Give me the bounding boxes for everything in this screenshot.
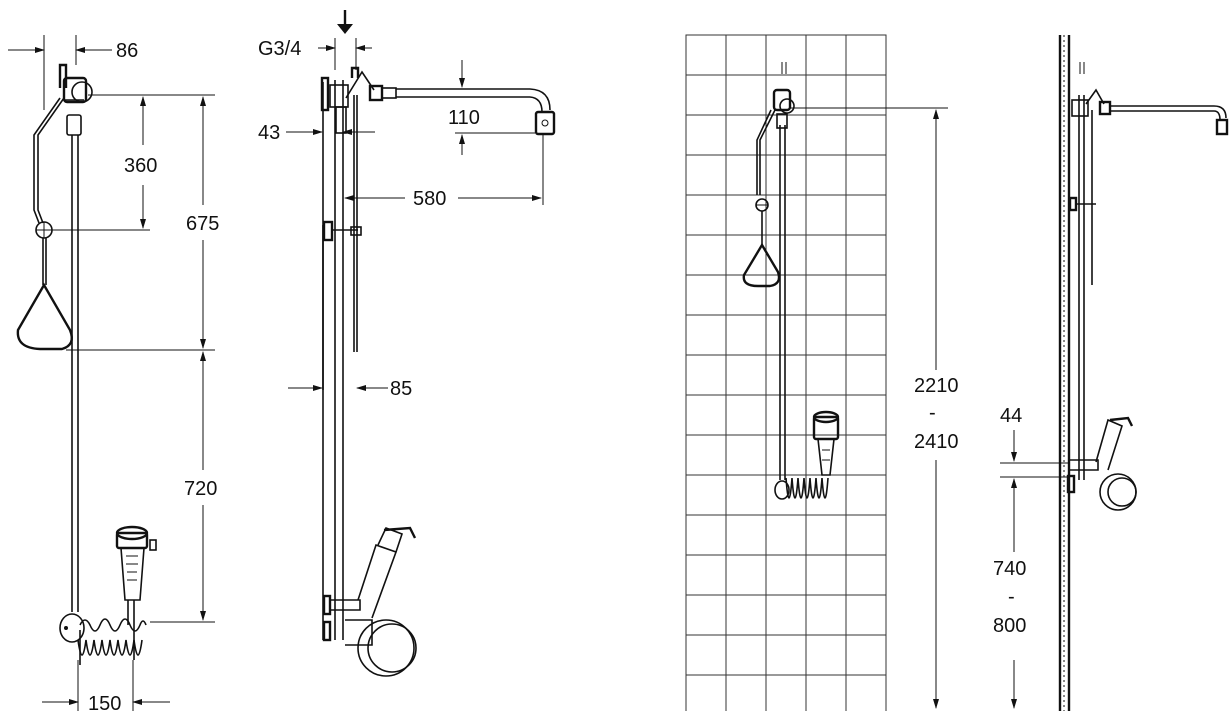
- wall-side-view: 44 740 - 800: [993, 35, 1229, 711]
- side-top-flange: [320, 76, 330, 112]
- dim-720-label: 720: [184, 478, 217, 500]
- side-mid-bracket: [322, 220, 334, 242]
- dim-580-label: 580: [413, 188, 446, 210]
- triangle-pull-handle: [16, 282, 73, 351]
- bottom-flange: [59, 613, 85, 643]
- dim-110-label: 110: [448, 107, 480, 129]
- side-view: G3/4 43 110 580 85: [258, 10, 556, 677]
- shower-arm: [368, 84, 556, 136]
- tile-grid: [685, 34, 887, 711]
- dim-44-label: 44: [1000, 405, 1022, 427]
- shower-head: [534, 110, 556, 136]
- wall-side-shower-head: [1215, 118, 1229, 136]
- top-valve: [62, 76, 88, 104]
- dim-360-label: 360: [124, 155, 157, 177]
- coil-hose: [77, 618, 147, 665]
- dim-85-label: 85: [390, 378, 412, 400]
- dim-2210-label: 2210: [914, 375, 959, 397]
- front-view: 86 360 675 720 150: [8, 35, 219, 711]
- dim-86-label: 86: [116, 40, 138, 62]
- dim-740-label: 740: [993, 558, 1026, 580]
- side-eye-wash: [322, 526, 417, 677]
- dim-150-label: 150: [88, 693, 121, 711]
- dim-675-label: 675: [186, 213, 219, 235]
- dim-2410-label: 2410: [914, 431, 959, 453]
- dim-800-label: 800: [993, 615, 1026, 637]
- wall-pull-handle: [742, 242, 781, 288]
- wall-front-view: 2210 - 2410: [685, 34, 959, 711]
- dim-range-sep-1: -: [929, 402, 936, 424]
- side-hose-coil: [357, 619, 415, 677]
- dim-g34-label: G3/4: [258, 38, 301, 60]
- pull-rod: [37, 97, 65, 224]
- dim-range-sep-2: -: [1008, 586, 1015, 608]
- dim-43-label: 43: [258, 122, 280, 144]
- eye-wash-head: [115, 525, 157, 625]
